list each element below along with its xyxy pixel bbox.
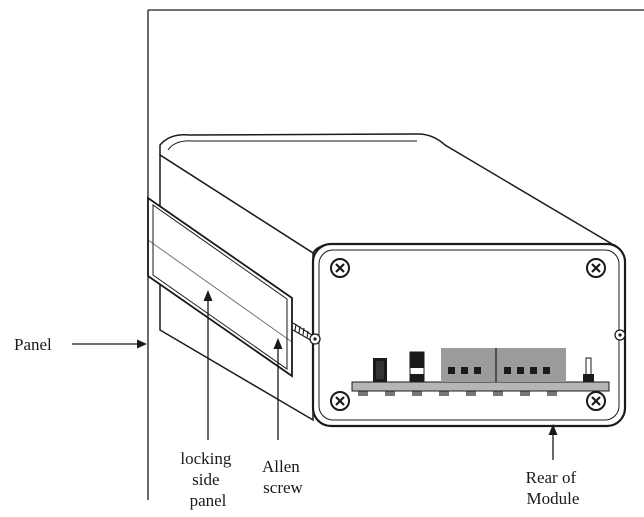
rear-of-module-label: Rear of Module <box>526 468 581 508</box>
locking-label-line-1: locking <box>180 449 231 468</box>
allen-label-line-2: screw <box>263 478 303 497</box>
board-pins <box>358 390 557 396</box>
rear-label-line-2: Module <box>527 489 580 508</box>
screw-icon-top-left <box>330 258 350 278</box>
callout-arrows <box>72 290 558 460</box>
allen-screw-label: Allen screw <box>262 457 304 497</box>
locking-side-panel <box>147 196 293 378</box>
locking-label-line-3: panel <box>190 491 227 510</box>
screw-icon-top-right <box>586 258 606 278</box>
side-screw-icon <box>614 329 626 341</box>
locking-label-line-2: side <box>192 470 219 489</box>
screw-icon-bottom-right <box>586 391 606 411</box>
allen-label-line-1: Allen <box>262 457 300 476</box>
allen-screw <box>292 322 321 345</box>
locking-side-panel-label: locking side panel <box>180 449 235 510</box>
rear-label-line-1: Rear of <box>526 468 577 487</box>
rear-face <box>311 242 627 428</box>
panel-label: Panel <box>14 335 52 354</box>
screw-icon-bottom-left <box>330 391 350 411</box>
circuit-board <box>351 348 610 396</box>
